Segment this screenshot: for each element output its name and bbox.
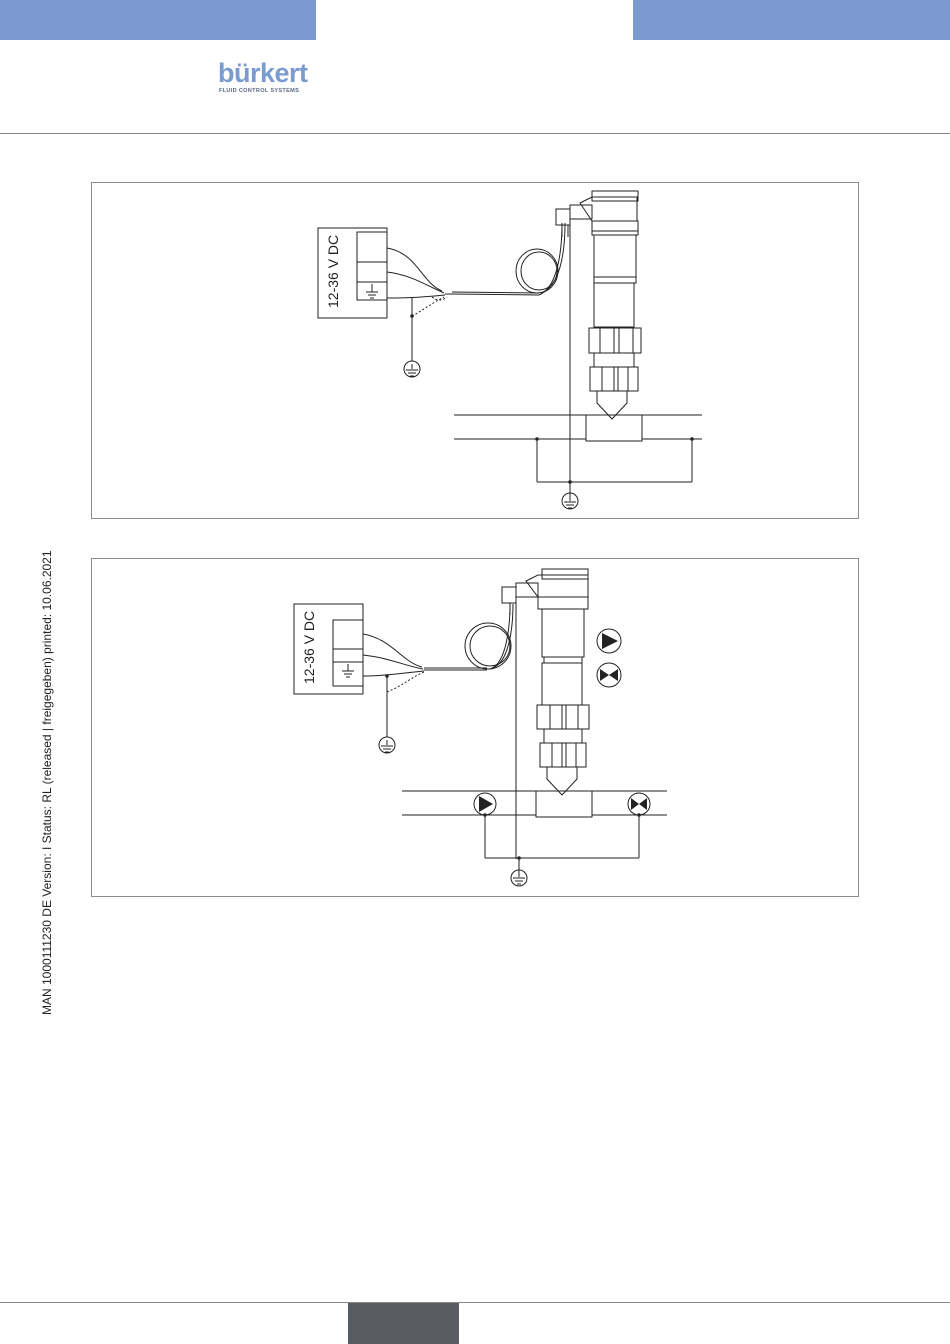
header-accent-bar-right: [633, 0, 950, 40]
header-accent-bar-left: [0, 0, 316, 40]
page-number-tab: [348, 1303, 459, 1344]
wiring-diagram-figure-2: 12-36 V DC: [91, 558, 859, 897]
wiring-diagram-2-drawing: 12-36 V DC: [92, 559, 860, 898]
footer-divider: [0, 1302, 950, 1303]
supply-voltage-label: 12-36 V DC: [325, 235, 341, 308]
brand-name: bürkert: [218, 60, 308, 87]
wiring-diagram-1-drawing: 12-36 V DC: [92, 183, 860, 520]
supply-voltage-label-2: 12-36 V DC: [301, 611, 317, 684]
document-version-note: MAN 1000111230 DE Version: I Status: RL …: [40, 495, 54, 1015]
brand-logo: bürkert FLUID CONTROL SYSTEMS: [218, 58, 318, 96]
wiring-diagram-figure-1: 12-36 V DC: [91, 182, 859, 519]
brand-tagline: FLUID CONTROL SYSTEMS: [219, 88, 299, 94]
header-divider: [0, 133, 950, 134]
